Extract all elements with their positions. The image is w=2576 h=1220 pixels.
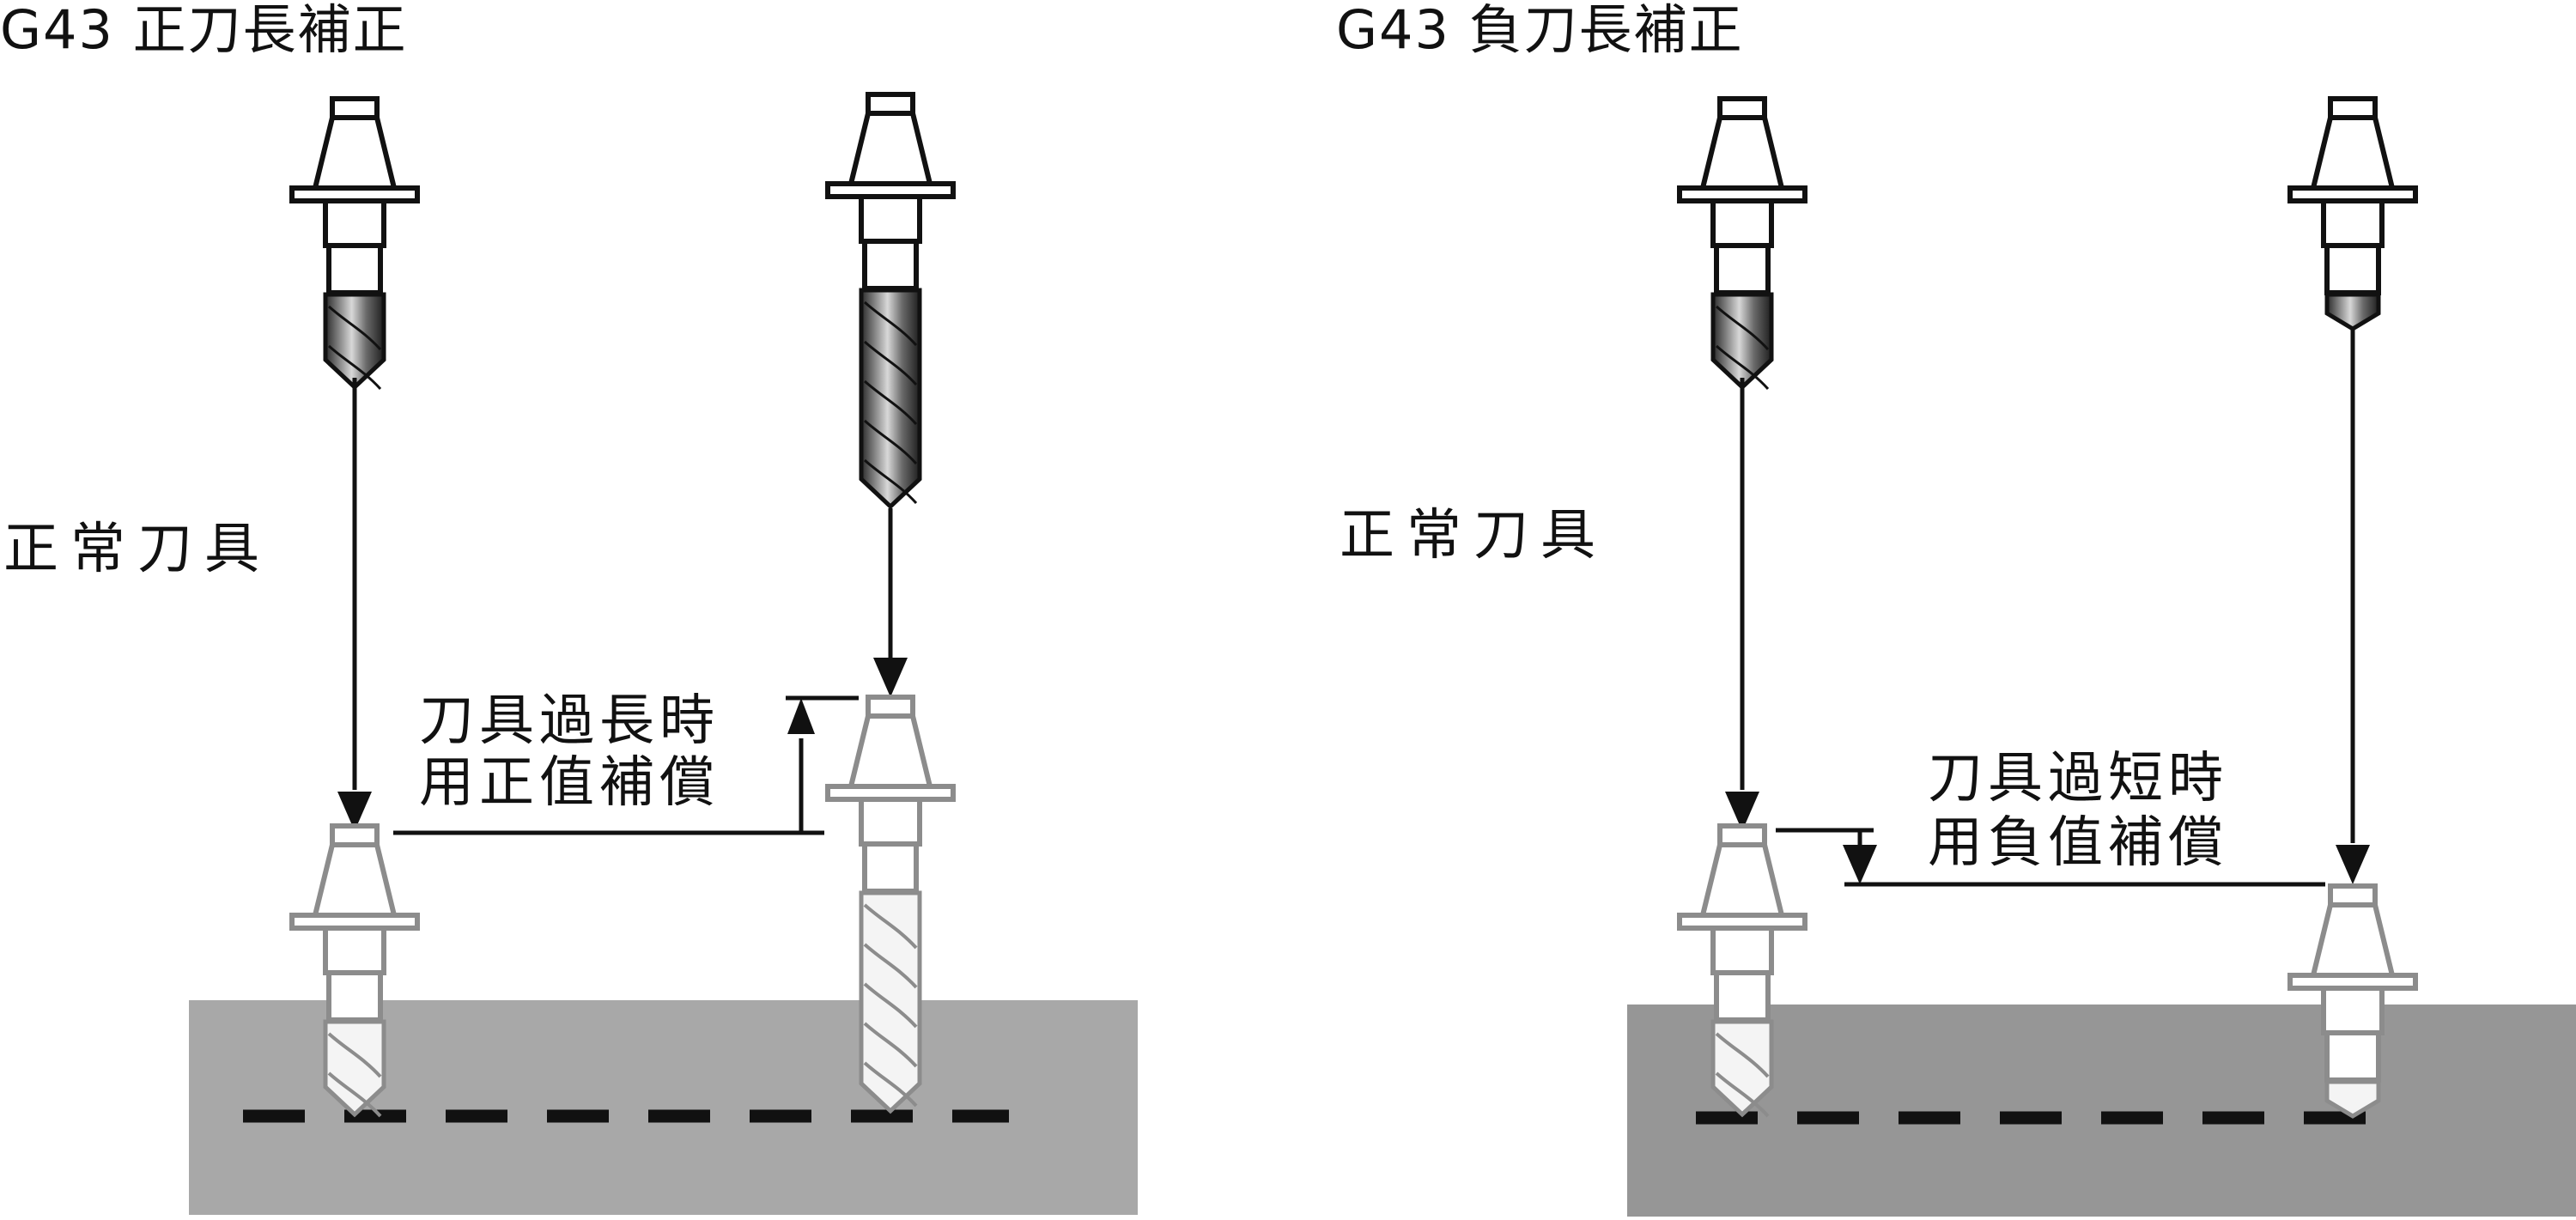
right-normal-tool-label: 正常刀具 bbox=[1340, 504, 1607, 568]
right-short-tool-holder-icon bbox=[2287, 96, 2418, 295]
left-normal-tool-ghost-icon bbox=[289, 823, 420, 1023]
left-long-tool-holder-icon bbox=[825, 92, 956, 291]
left-normal-drill-ghost-icon bbox=[323, 1019, 386, 1118]
left-offset-arrow-up-icon bbox=[787, 698, 815, 734]
left-long-travel-arrow-icon bbox=[873, 658, 908, 697]
right-note-line1: 刀具過短時 bbox=[1928, 747, 2228, 810]
right-title: G43 負刀長補正 bbox=[1336, 0, 1744, 61]
right-note-line2: 用負值補償 bbox=[1928, 811, 2228, 875]
right-short-travel-arrow-icon bbox=[2336, 845, 2370, 884]
right-normal-travel-arrow-icon bbox=[1725, 792, 1759, 831]
left-note-line1: 刀具過長時 bbox=[419, 689, 720, 753]
right-short-stub-ghost-icon bbox=[2324, 1079, 2381, 1119]
left-normal-tool-holder-icon bbox=[289, 96, 420, 295]
left-long-drill-ghost-icon bbox=[859, 890, 922, 1114]
right-normal-drill-bit-icon bbox=[1710, 292, 1774, 391]
left-note-line2: 用正值補償 bbox=[419, 751, 720, 815]
left-normal-travel-arrow-icon bbox=[337, 792, 372, 831]
right-normal-tool-ghost-icon bbox=[1677, 823, 1807, 1023]
right-offset-arrow-down-icon bbox=[1843, 845, 1877, 884]
left-title: G43 正刀長補正 bbox=[0, 0, 408, 61]
left-long-tool-ghost-icon bbox=[825, 695, 956, 894]
right-normal-drill-ghost-icon bbox=[1710, 1019, 1774, 1118]
right-short-stub-bit-icon bbox=[2324, 292, 2381, 331]
left-normal-tool-label: 正常刀具 bbox=[3, 518, 271, 581]
right-short-tool-ghost-icon bbox=[2287, 883, 2418, 1083]
left-long-drill-bit-icon bbox=[859, 288, 922, 510]
left-normal-drill-bit-icon bbox=[323, 292, 386, 391]
right-normal-tool-holder-icon bbox=[1677, 96, 1807, 295]
right-workpiece bbox=[1627, 1005, 2576, 1217]
